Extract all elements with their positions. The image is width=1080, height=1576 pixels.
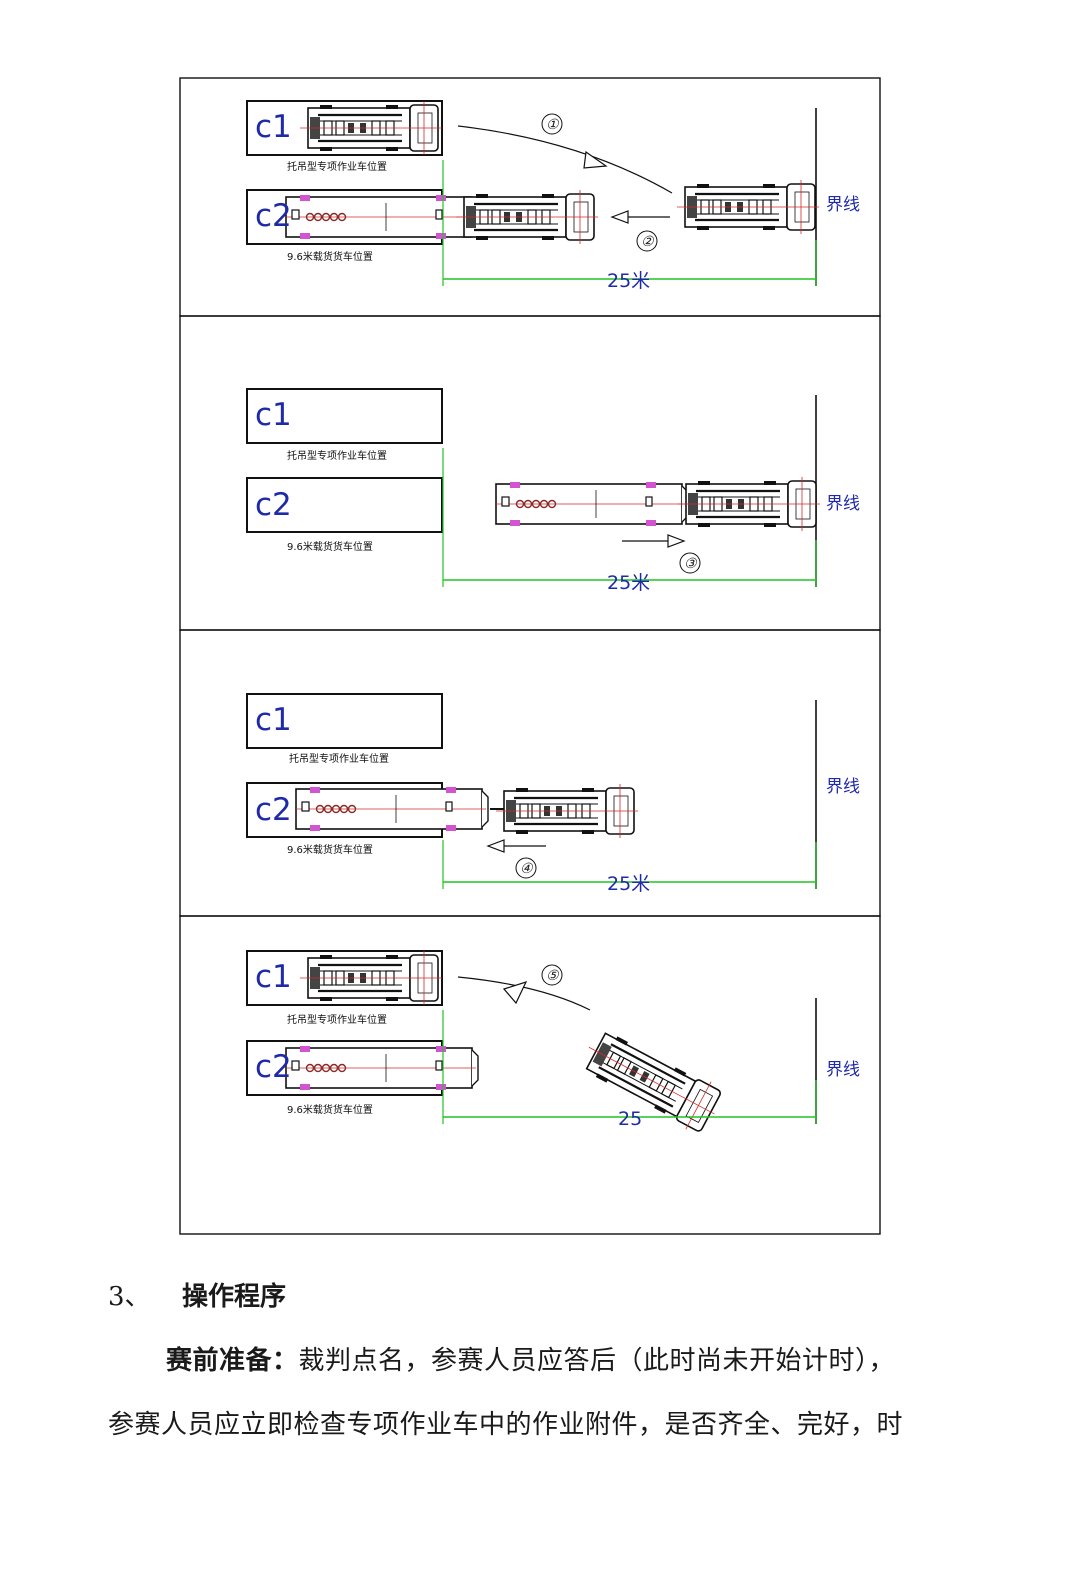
cargo-truck xyxy=(295,786,489,832)
tow-truck xyxy=(454,188,600,246)
slot-label: c1 xyxy=(255,109,292,145)
tow-truck xyxy=(675,178,821,236)
distance-label: 25 xyxy=(618,1108,642,1130)
slot-c1: c1 托吊型专项作业车位置 xyxy=(246,99,444,173)
slot-caption: 托吊型专项作业车位置 xyxy=(287,1013,387,1026)
distance-label: 25米 xyxy=(607,270,650,292)
section-heading: 3、 操作程序 xyxy=(108,1276,286,1313)
section-title: 操作程序 xyxy=(182,1282,287,1312)
paragraph-line-1: 赛前准备：裁判点名，参赛人员应答后（此时尚未开始计时）， xyxy=(166,1340,895,1377)
paragraph-lead: 赛前准备： xyxy=(166,1346,299,1376)
step-marker: ③ xyxy=(684,556,698,572)
tow-truck xyxy=(676,475,822,533)
operation-diagram: c1 托吊型专项作业车位置 c2 9.6米载货货车位置 界线 ① ② 25米 xyxy=(179,77,881,1235)
cargo-truck xyxy=(285,194,479,240)
slot-c2: c2 9.6米载货货车位置 xyxy=(246,477,443,553)
step-marker: ① xyxy=(546,117,560,133)
slot-caption: 托吊型专项作业车位置 xyxy=(289,752,389,765)
slot-caption: 9.6米载货货车位置 xyxy=(287,540,373,553)
tow-truck xyxy=(298,949,444,1007)
slot-caption: 托吊型专项作业车位置 xyxy=(287,449,387,462)
paragraph-text: 裁判点名，参赛人员应答后（此时尚未开始计时）， xyxy=(298,1346,896,1376)
panel-1: c1 托吊型专项作业车位置 c2 9.6米载货货车位置 界线 ① ② 25米 xyxy=(179,77,881,317)
boundary-label: 界线 xyxy=(826,1060,860,1080)
distance-label: 25米 xyxy=(607,572,650,594)
cargo-truck xyxy=(285,1045,479,1091)
slot-label: c1 xyxy=(255,959,292,995)
section-number: 3、 xyxy=(108,1282,151,1312)
slot-caption: 托吊型专项作业车位置 xyxy=(287,160,387,173)
slot-caption: 9.6米载货货车位置 xyxy=(287,250,373,263)
panel-3: c1 托吊型专项作业车位置 c2 9.6米载货货车位置 界线 ④ 25米 xyxy=(179,629,881,917)
slot-c1: c1 托吊型专项作业车位置 xyxy=(246,693,443,765)
tow-truck xyxy=(298,99,444,157)
distance-label: 25米 xyxy=(607,873,650,895)
panel-2: c1 托吊型专项作业车位置 c2 9.6米载货货车位置 界线 ③ 25米 xyxy=(179,315,881,631)
step-marker: ② xyxy=(641,234,655,250)
slot-label: c1 xyxy=(255,397,292,433)
slot-label: c2 xyxy=(255,792,292,828)
slot-c1: c1 托吊型专项作业车位置 xyxy=(246,388,443,462)
paragraph-line-2: 参赛人员应立即检查专项作业车中的作业附件，是否齐全、完好，时 xyxy=(108,1410,904,1440)
cargo-truck xyxy=(495,481,689,527)
slot-label: c1 xyxy=(255,702,292,738)
slot-c1: c1 托吊型专项作业车位置 xyxy=(246,949,444,1026)
slot-label: c2 xyxy=(255,1049,292,1085)
tow-truck xyxy=(494,782,640,840)
panel-4: c1 托吊型专项作业车位置 c2 9.6米载货货车位置 界线 ⑤ 25 xyxy=(179,915,881,1235)
slot-label: c2 xyxy=(255,487,292,523)
boundary-label: 界线 xyxy=(826,195,860,215)
slot-caption: 9.6米载货货车位置 xyxy=(287,1103,373,1116)
slot-caption: 9.6米载货货车位置 xyxy=(287,843,373,856)
tow-truck xyxy=(575,1022,729,1139)
step-marker: ⑤ xyxy=(546,968,560,984)
slot-c2: c2 9.6米载货货车位置 xyxy=(246,1040,479,1116)
boundary-label: 界线 xyxy=(826,494,860,514)
step-marker: ④ xyxy=(520,861,534,877)
boundary-label: 界线 xyxy=(826,777,860,797)
slot-label: c2 xyxy=(255,198,292,234)
slot-c2: c2 9.6米载货货车位置 xyxy=(246,189,479,263)
